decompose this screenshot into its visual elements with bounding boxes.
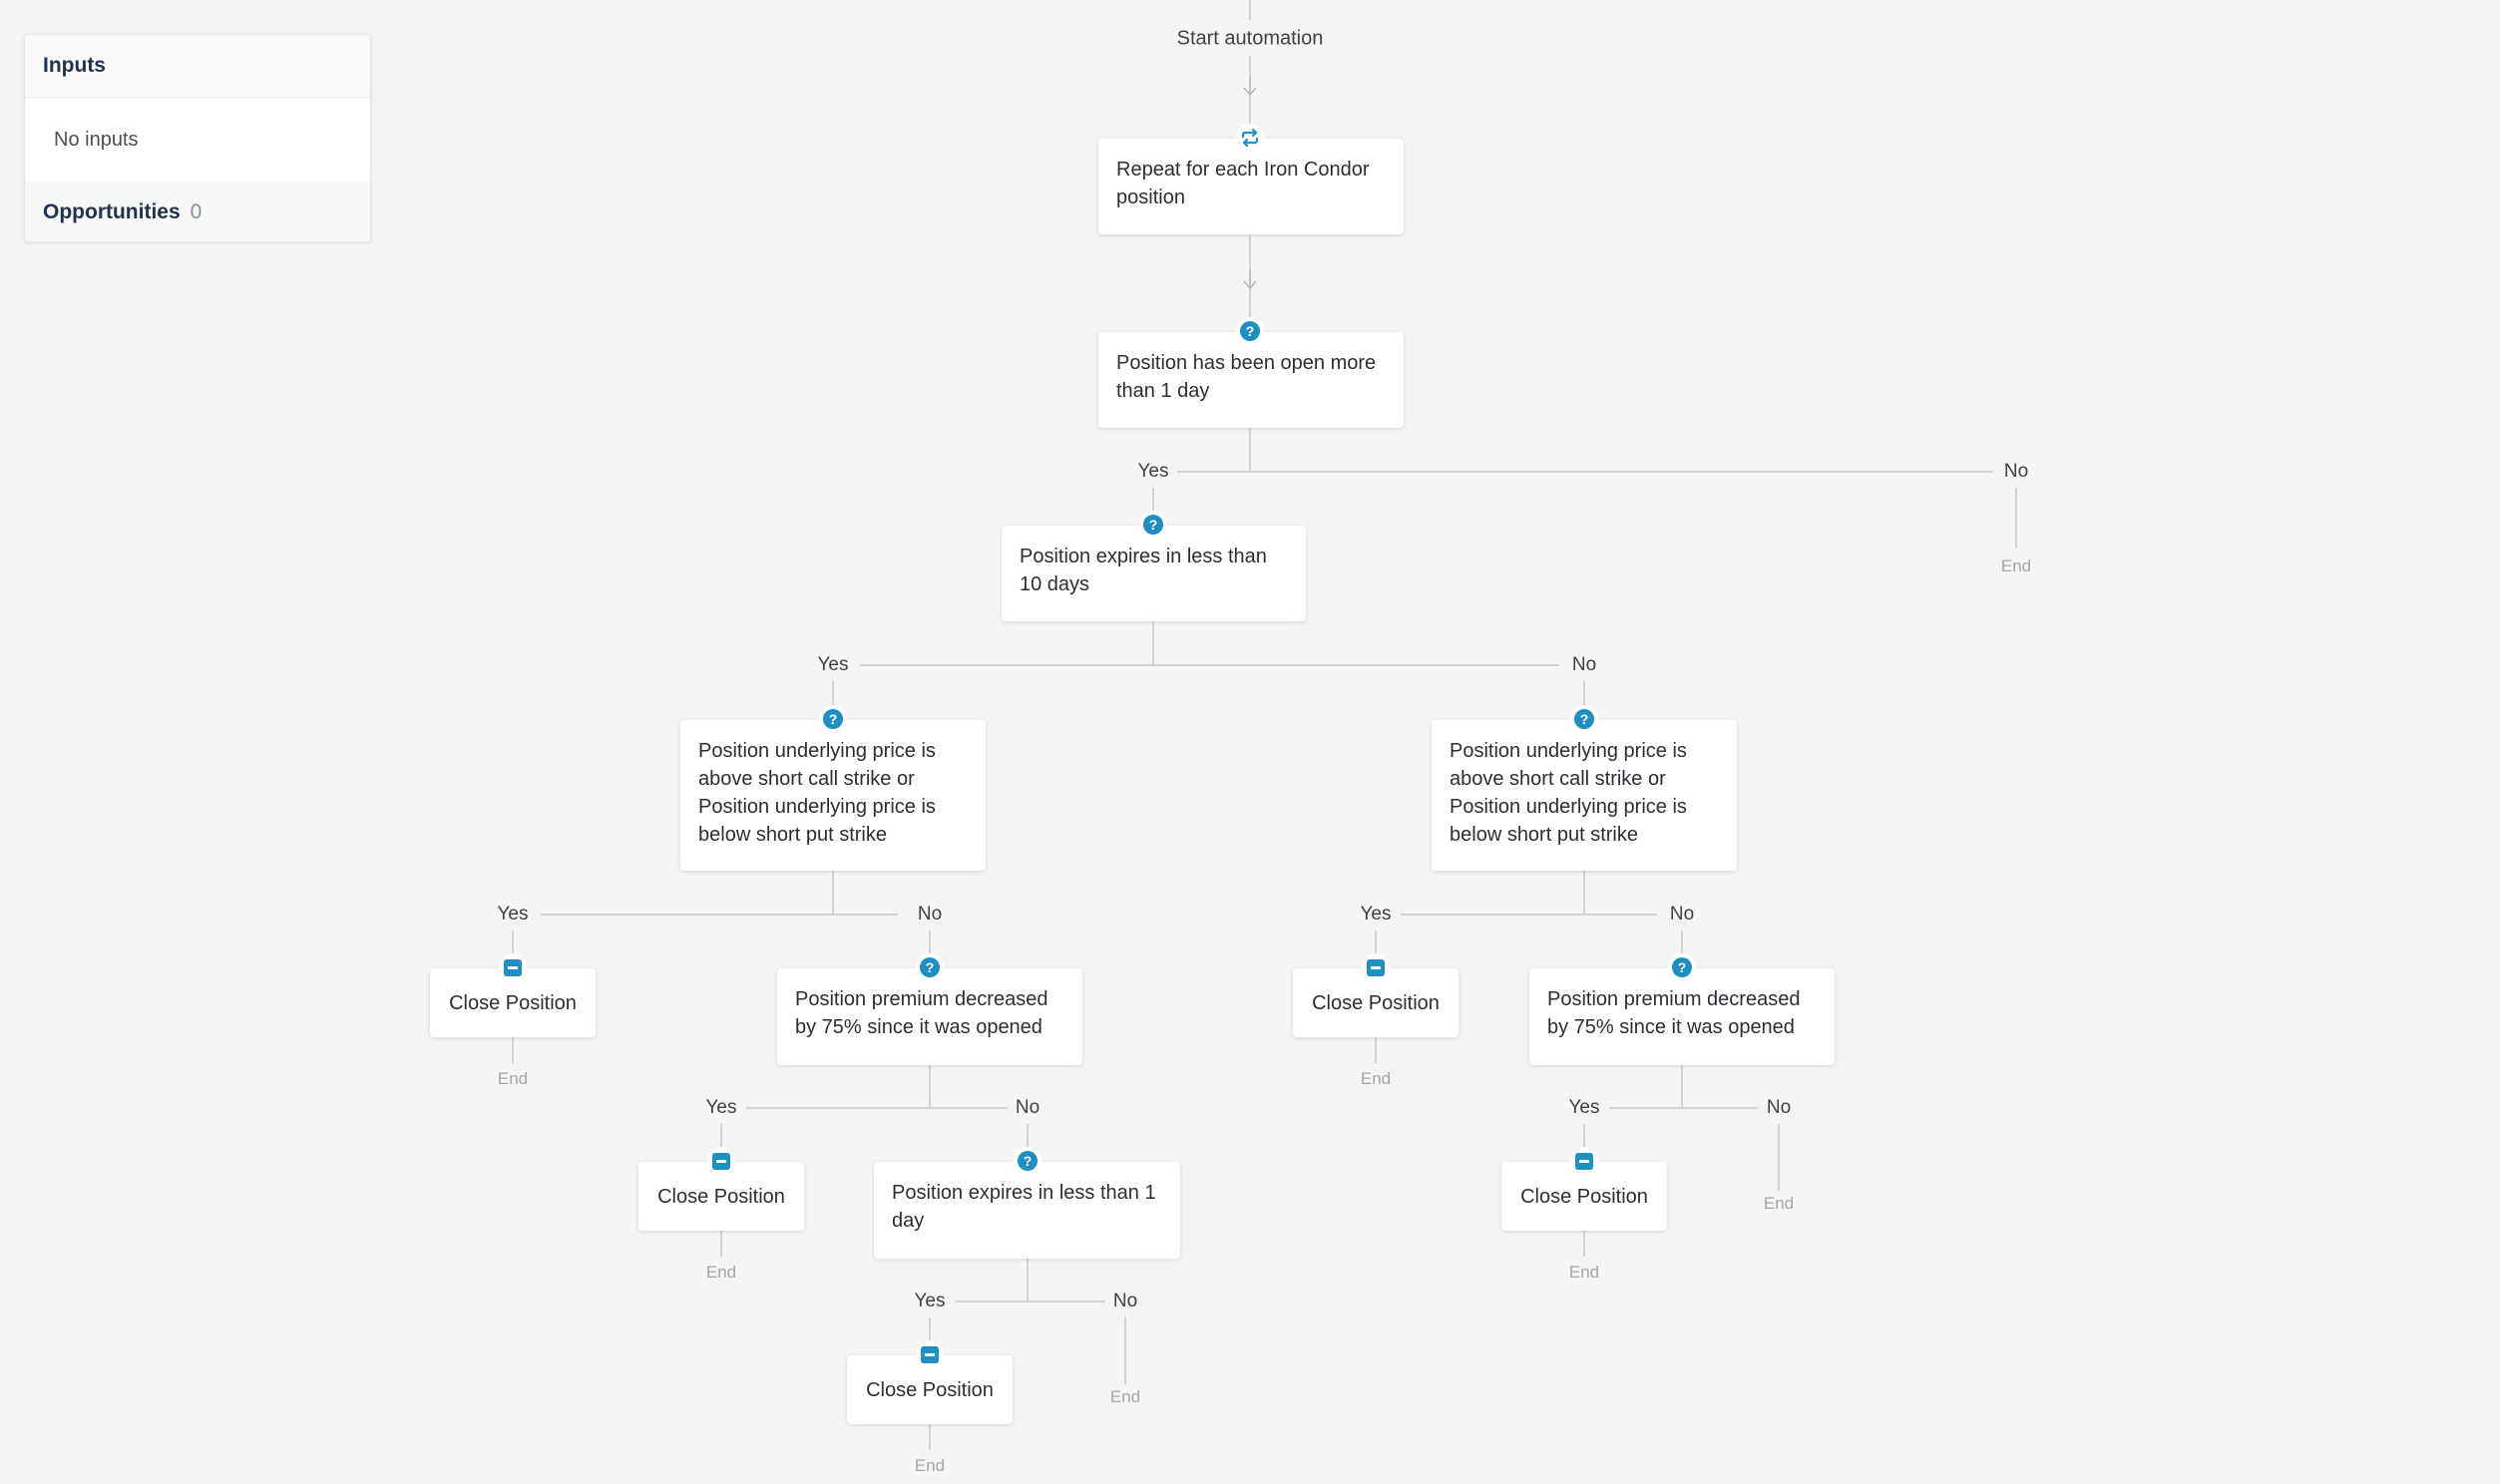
minus-icon <box>1570 1147 1598 1175</box>
end-label: End <box>1109 1387 1141 1406</box>
end-label: End <box>1763 1194 1795 1213</box>
opportunities-count: 0 <box>190 200 203 223</box>
branch-no-label: No <box>1571 654 1597 675</box>
action-text: Close Position <box>449 991 577 1014</box>
minus-icon <box>916 1340 944 1368</box>
action-text: Close Position <box>1520 1185 1648 1208</box>
condition-text: Position has been open more than 1 day <box>1116 352 1377 402</box>
question-icon: ? <box>1570 705 1598 733</box>
condition-underlying-price-right[interactable]: Position underlying price is above short… <box>1432 720 1737 871</box>
minus-icon <box>707 1147 735 1175</box>
condition-expires-less-than-10-days[interactable]: Position expires in less than 10 days <box>1002 526 1306 621</box>
start-automation-label: Start automation <box>1176 27 1324 50</box>
inputs-title: Inputs <box>43 54 106 77</box>
condition-text: Position premium decreased by 75% since … <box>795 988 1048 1038</box>
condition-open-more-than-1-day[interactable]: Position has been open more than 1 day <box>1098 332 1404 428</box>
condition-text: Position expires in less than 10 days <box>1020 546 1267 595</box>
branch-yes-label: Yes <box>705 1097 737 1118</box>
branch-yes-label: Yes <box>914 1291 946 1311</box>
branch-no-label: No <box>917 904 943 925</box>
minus-icon <box>1362 953 1390 981</box>
branch-no-label: No <box>2003 461 2029 482</box>
inputs-header: Inputs <box>25 35 370 98</box>
end-label: End <box>2000 556 2032 575</box>
end-label: End <box>1360 1069 1392 1088</box>
condition-premium-decreased-left[interactable]: Position premium decreased by 75% since … <box>777 968 1082 1065</box>
inputs-body: No inputs <box>25 98 370 182</box>
branch-yes-label: Yes <box>1568 1097 1600 1118</box>
action-text: Close Position <box>1312 991 1440 1014</box>
condition-text: Position underlying price is above short… <box>1450 740 1687 846</box>
branch-yes-label: Yes <box>817 654 849 675</box>
end-label: End <box>914 1456 946 1475</box>
question-icon: ? <box>1236 317 1264 345</box>
condition-expires-less-than-1-day[interactable]: Position expires in less than 1 day <box>874 1162 1180 1259</box>
end-label: End <box>497 1069 529 1088</box>
end-label: End <box>1568 1263 1600 1282</box>
condition-premium-decreased-right[interactable]: Position premium decreased by 75% since … <box>1529 968 1835 1065</box>
repeat-node-text: Repeat for each Iron Condor position <box>1116 159 1370 208</box>
branch-yes-label: Yes <box>497 904 529 925</box>
condition-text: Position underlying price is above short… <box>698 740 936 846</box>
minus-icon <box>499 953 527 981</box>
action-text: Close Position <box>657 1185 785 1208</box>
inputs-panel: Inputs No inputs Opportunities 0 <box>24 34 371 242</box>
question-icon: ? <box>819 705 847 733</box>
end-label: End <box>705 1263 737 1282</box>
question-icon: ? <box>916 953 944 981</box>
question-icon: ? <box>1139 511 1167 539</box>
repeat-icon <box>1236 124 1264 152</box>
branch-no-label: No <box>1112 1291 1138 1311</box>
question-icon: ? <box>1668 953 1696 981</box>
condition-underlying-price-left[interactable]: Position underlying price is above short… <box>680 720 986 871</box>
close-position-action[interactable]: Close Position <box>1293 968 1458 1037</box>
condition-text: Position expires in less than 1 day <box>892 1182 1156 1232</box>
repeat-node[interactable]: Repeat for each Iron Condor position <box>1098 139 1404 234</box>
question-icon: ? <box>1014 1147 1042 1175</box>
condition-text: Position premium decreased by 75% since … <box>1547 988 1801 1038</box>
opportunities-label: Opportunities <box>43 200 181 223</box>
inputs-empty-text: No inputs <box>54 128 139 151</box>
opportunities-row[interactable]: Opportunities 0 <box>25 182 370 241</box>
branch-no-label: No <box>1015 1097 1041 1118</box>
branch-no-label: No <box>1766 1097 1792 1118</box>
branch-no-label: No <box>1669 904 1695 925</box>
action-text: Close Position <box>866 1378 994 1401</box>
branch-yes-label: Yes <box>1360 904 1392 925</box>
branch-yes-label: Yes <box>1137 461 1169 482</box>
